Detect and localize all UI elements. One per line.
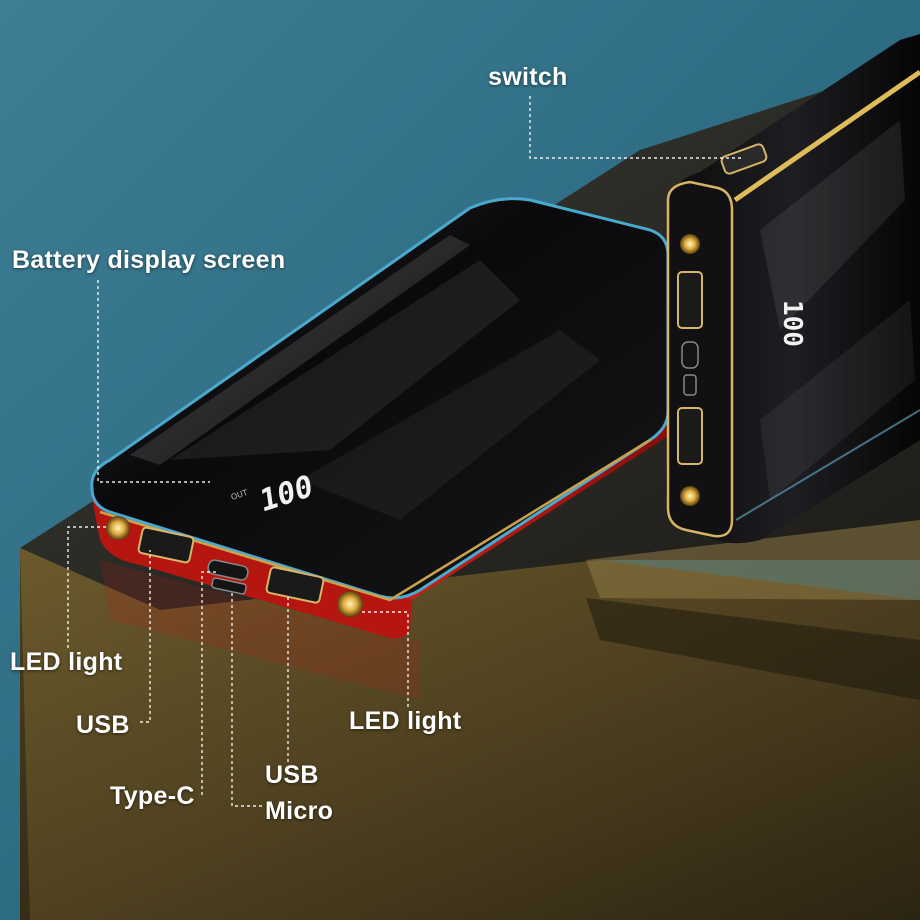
- table-corner-shadow: [20, 548, 30, 920]
- front-power-bank: [90, 197, 670, 639]
- led-left-leader-line: [67, 526, 108, 648]
- led-light-left-label: LED light: [10, 648, 123, 676]
- micro-label: Micro: [265, 797, 334, 825]
- type-c-label: Type-C: [110, 782, 195, 810]
- back-led-light-bottom: [680, 486, 700, 506]
- led-right-leader-line: [362, 611, 409, 707]
- back-glass-reflection-2: [760, 300, 915, 500]
- micro-leader-line: [231, 592, 262, 807]
- usb-right-label: USB: [265, 761, 319, 789]
- front-bank-gold-trim: [99, 438, 651, 602]
- front-usb-port-right: [265, 566, 325, 604]
- back-power-bank: [666, 34, 920, 544]
- back-bank-blue-rim: [735, 409, 920, 521]
- back-micro-port: [683, 374, 697, 396]
- table-edge-highlight: [586, 520, 920, 600]
- front-glass-reflection-2: [300, 330, 600, 520]
- switch-label: switch: [488, 63, 568, 91]
- front-led-light-left: [106, 516, 130, 540]
- switch-leader-line: [529, 96, 742, 159]
- type-c-leader-line: [201, 571, 218, 795]
- front-micro-port: [211, 577, 247, 595]
- back-glass-reflection-1: [760, 120, 905, 330]
- leader-lines: [67, 96, 742, 807]
- back-bank-end-cap: [666, 180, 734, 538]
- back-type-c-port: [681, 341, 699, 369]
- usb-left-label: USB: [76, 711, 130, 739]
- front-glass-reflection-3: [130, 235, 470, 465]
- front-glass-reflection-1: [170, 260, 520, 460]
- back-battery-display: 100: [777, 300, 807, 347]
- back-bank-gold-trim: [733, 69, 920, 203]
- table-edge-shadow: [586, 598, 920, 700]
- front-led-light-right: [337, 591, 363, 617]
- front-bank-reflection: [100, 560, 420, 700]
- front-usb-port-left: [137, 526, 195, 564]
- back-led-light-top: [680, 234, 700, 254]
- back-usb-port-top: [677, 271, 703, 329]
- back-bank-switch: [720, 143, 768, 175]
- front-type-c-port: [207, 559, 249, 581]
- back-usb-port-bottom: [677, 407, 703, 465]
- led-light-right-label: LED light: [349, 707, 462, 735]
- battery-display-screen-label: Battery display screen: [12, 246, 286, 274]
- battery-display-leader-line: [97, 280, 210, 483]
